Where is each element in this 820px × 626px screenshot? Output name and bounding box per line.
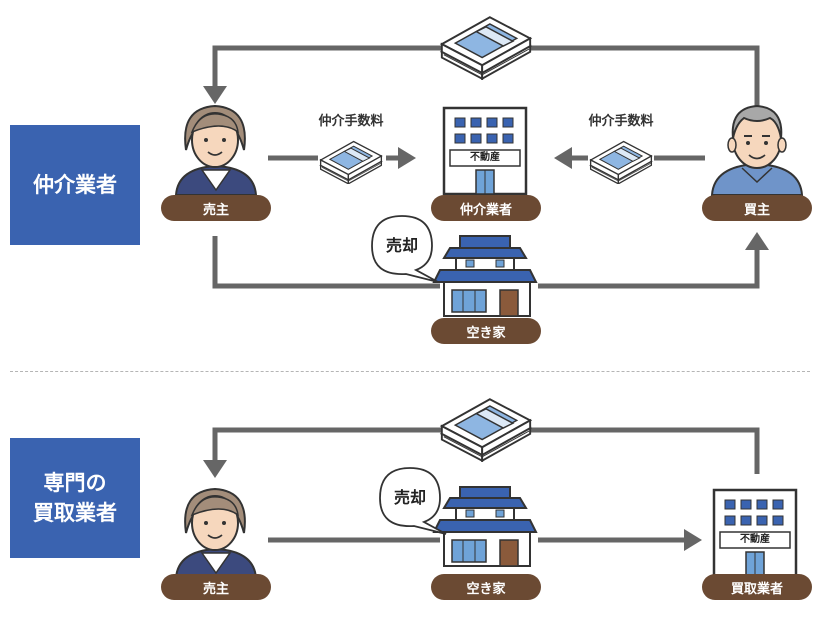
agent-label-pill: 仲介業者 (431, 195, 541, 221)
arrowhead-right-buyer-bottom (684, 529, 702, 551)
money-stack-icon (319, 140, 383, 184)
arrowhead-left-agent (554, 147, 572, 169)
fee-label-buyer: 仲介手数料 (588, 114, 654, 129)
building-sign-text: 不動産 (740, 534, 770, 545)
seller-woman-icon (174, 104, 258, 196)
buyer-elderly-man-icon (710, 104, 804, 196)
sale-bubble-text: 売却 (393, 488, 426, 507)
sale-bubble-text: 売却 (385, 236, 418, 255)
building-sign-text: 不動産 (470, 152, 500, 163)
buyer-company-label-pill: 買取業者 (702, 574, 812, 600)
arrowhead-down-seller-top (203, 86, 227, 104)
arrowhead-right-agent (398, 147, 416, 169)
money-stack-icon (440, 398, 532, 462)
vacant-house-icon (432, 486, 538, 567)
money-stack-icon (440, 16, 532, 80)
seller-label-pill: 売主 (161, 574, 271, 600)
real-estate-office-building-icon (442, 106, 528, 196)
arrowhead-up-buyer (745, 232, 769, 250)
section-divider (10, 371, 810, 372)
fee-label-seller: 仲介手数料 (318, 114, 384, 129)
arrowhead-down-seller-bottom (203, 460, 227, 478)
section-label-broker: 仲介業者 (10, 125, 140, 245)
vacant-house-icon (432, 235, 538, 317)
seller-label-pill: 売主 (161, 195, 271, 221)
buyer-label-pill: 買主 (702, 195, 812, 221)
buyer-company-building-icon (712, 488, 798, 578)
seller-woman-icon (174, 487, 258, 579)
house-label-pill: 空き家 (431, 318, 541, 344)
money-stack-icon (589, 140, 653, 184)
section-label-specialist-buyer: 専門の 買取業者 (10, 438, 140, 558)
sale-loop-arrow-top (212, 236, 440, 289)
sale-speech-bubble-bottom (379, 467, 447, 535)
house-label-pill: 空き家 (431, 574, 541, 600)
sale-speech-bubble-top (371, 215, 439, 283)
